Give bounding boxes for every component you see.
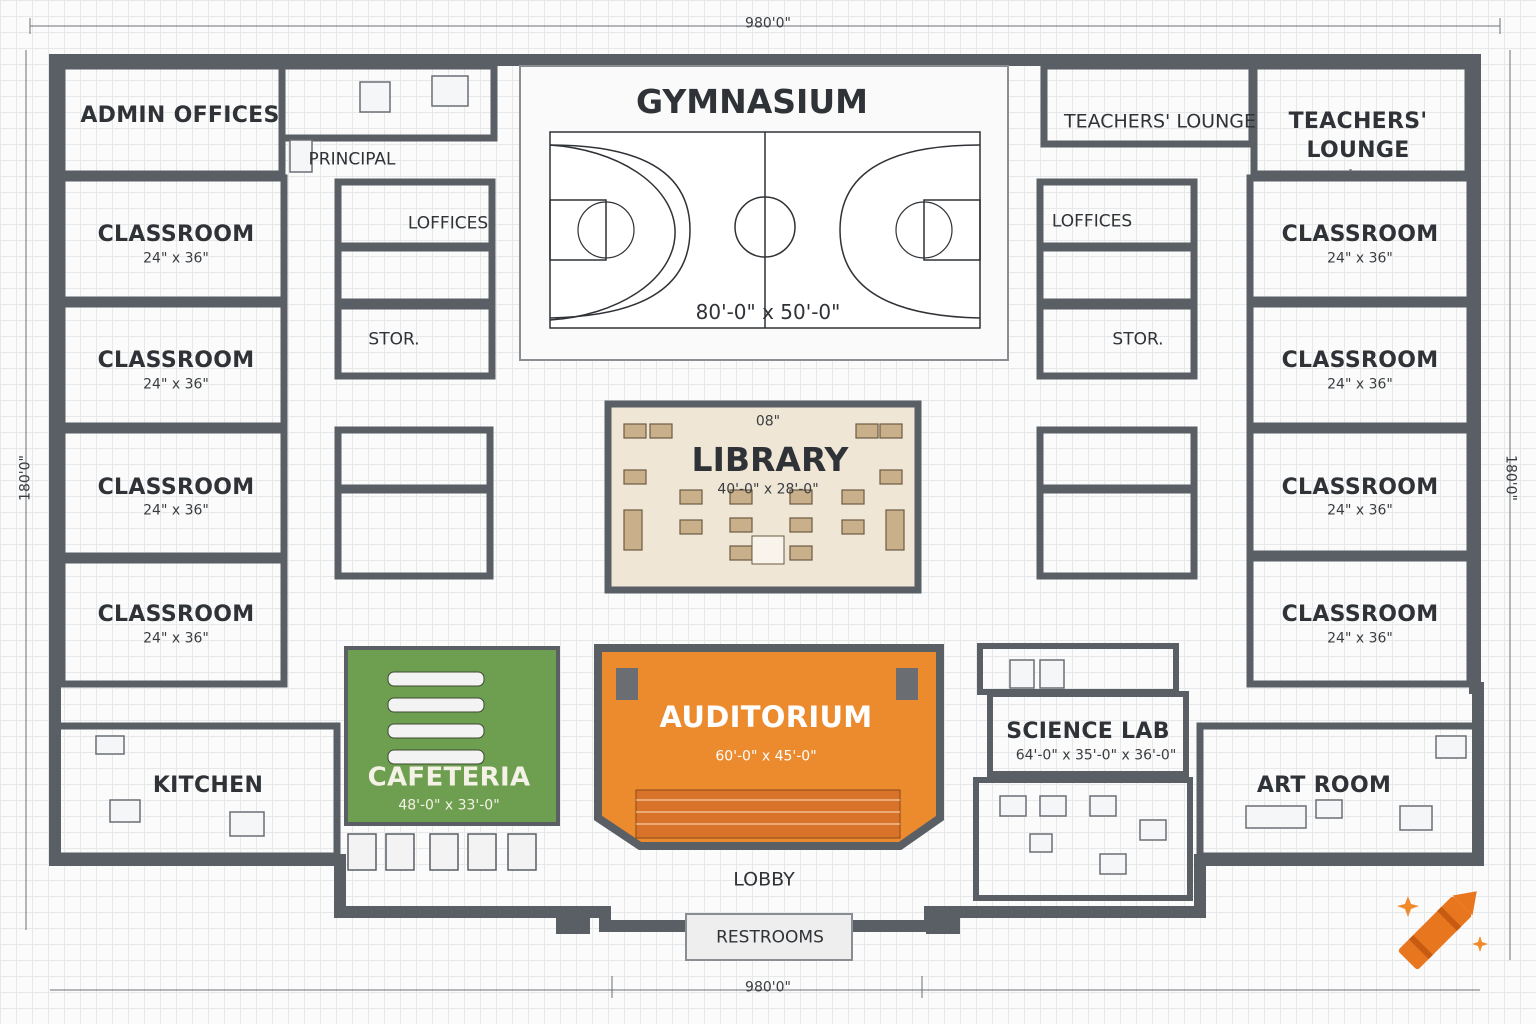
auditorium-size: 60'-0" x 45'-0" — [715, 748, 817, 765]
dimension-right: 180'0" — [1502, 455, 1519, 501]
classroom-right-4-label: CLASSROOM — [1281, 601, 1439, 627]
gymnasium-room — [519, 65, 1009, 361]
room-label-teachers-lounge-line1: TEACHERS' — [1288, 108, 1428, 134]
right-wing-walls — [1036, 62, 1480, 860]
lobby-area — [556, 908, 960, 961]
room-label-offices-right: LOFFICES — [1051, 211, 1133, 232]
room-label-kitchen: KITCHEN — [152, 772, 264, 798]
cafeteria-room — [344, 646, 560, 871]
furniture — [95, 75, 1467, 875]
dimension-lines — [25, 18, 1511, 998]
room-label-library: LIBRARY — [691, 439, 849, 479]
room-label-principal: PRINCIPAL — [308, 149, 396, 170]
auditorium-room — [594, 644, 944, 850]
room-label-storage-right: STOR. — [1112, 329, 1164, 350]
classroom-left-4-size: 24" x 36" — [143, 630, 209, 647]
room-label-cafeteria: CAFETERIA — [367, 762, 531, 793]
classroom-right-1-size: 24" x 36" — [1327, 250, 1393, 267]
classroom-right-2-label: CLASSROOM — [1281, 347, 1439, 373]
dimension-bottom: 980'0" — [745, 979, 791, 996]
east-rooms — [973, 643, 1193, 901]
room-label-gymnasium: GYMNASIUM — [636, 81, 868, 121]
gymnasium-size: 80'-0" x 50'-0" — [695, 300, 841, 324]
room-label-admin-offices: ADMIN OFFICES — [80, 102, 280, 128]
room-label-restrooms: RESTROOMS — [716, 927, 824, 948]
room-label-science-lab: SCIENCE LAB — [1006, 718, 1170, 744]
room-label-teachers-lounge-small: TEACHERS' LOUNGE — [1063, 110, 1257, 133]
classroom-right-4-size: 24" x 36" — [1327, 630, 1393, 647]
dimension-left: 180'0" — [17, 455, 34, 501]
room-label-storage-left: STOR. — [368, 329, 420, 350]
classroom-left-2-label: CLASSROOM — [97, 347, 255, 373]
library-tag: 08" — [755, 413, 781, 430]
room-label-offices-left: LOFFICES — [407, 213, 489, 234]
classroom-right-3-size: 24" x 36" — [1327, 502, 1393, 519]
classroom-right-3-label: CLASSROOM — [1281, 474, 1439, 500]
classroom-right-1-label: CLASSROOM — [1281, 221, 1439, 247]
crayon-logo-icon — [1397, 891, 1488, 970]
room-label-auditorium: AUDITORIUM — [659, 700, 873, 735]
room-label-art-room: ART ROOM — [1256, 772, 1392, 798]
classroom-left-3-label: CLASSROOM — [97, 474, 255, 500]
dimension-top: 980'0" — [745, 15, 791, 32]
cafeteria-size: 48'-0" x 33'-0" — [398, 797, 500, 814]
classroom-right-2-size: 24" x 36" — [1327, 376, 1393, 393]
classroom-left-1-size: 24" x 36" — [143, 250, 209, 267]
left-wing-walls — [51, 62, 498, 860]
classroom-left-2-size: 24" x 36" — [143, 376, 209, 393]
science-lab-size: 64'-0" x 35'-0" x 36'-0" — [1015, 747, 1177, 764]
room-label-teachers-lounge-line2: LOUNGE — [1306, 137, 1410, 163]
classroom-left-3-size: 24" x 36" — [143, 502, 209, 519]
classroom-left-4-label: CLASSROOM — [97, 601, 255, 627]
library-room — [604, 400, 922, 594]
library-size: 40'-0" x 28'-0" — [717, 481, 819, 498]
classroom-left-1-label: CLASSROOM — [97, 221, 255, 247]
room-label-lobby: LOBBY — [733, 868, 795, 891]
